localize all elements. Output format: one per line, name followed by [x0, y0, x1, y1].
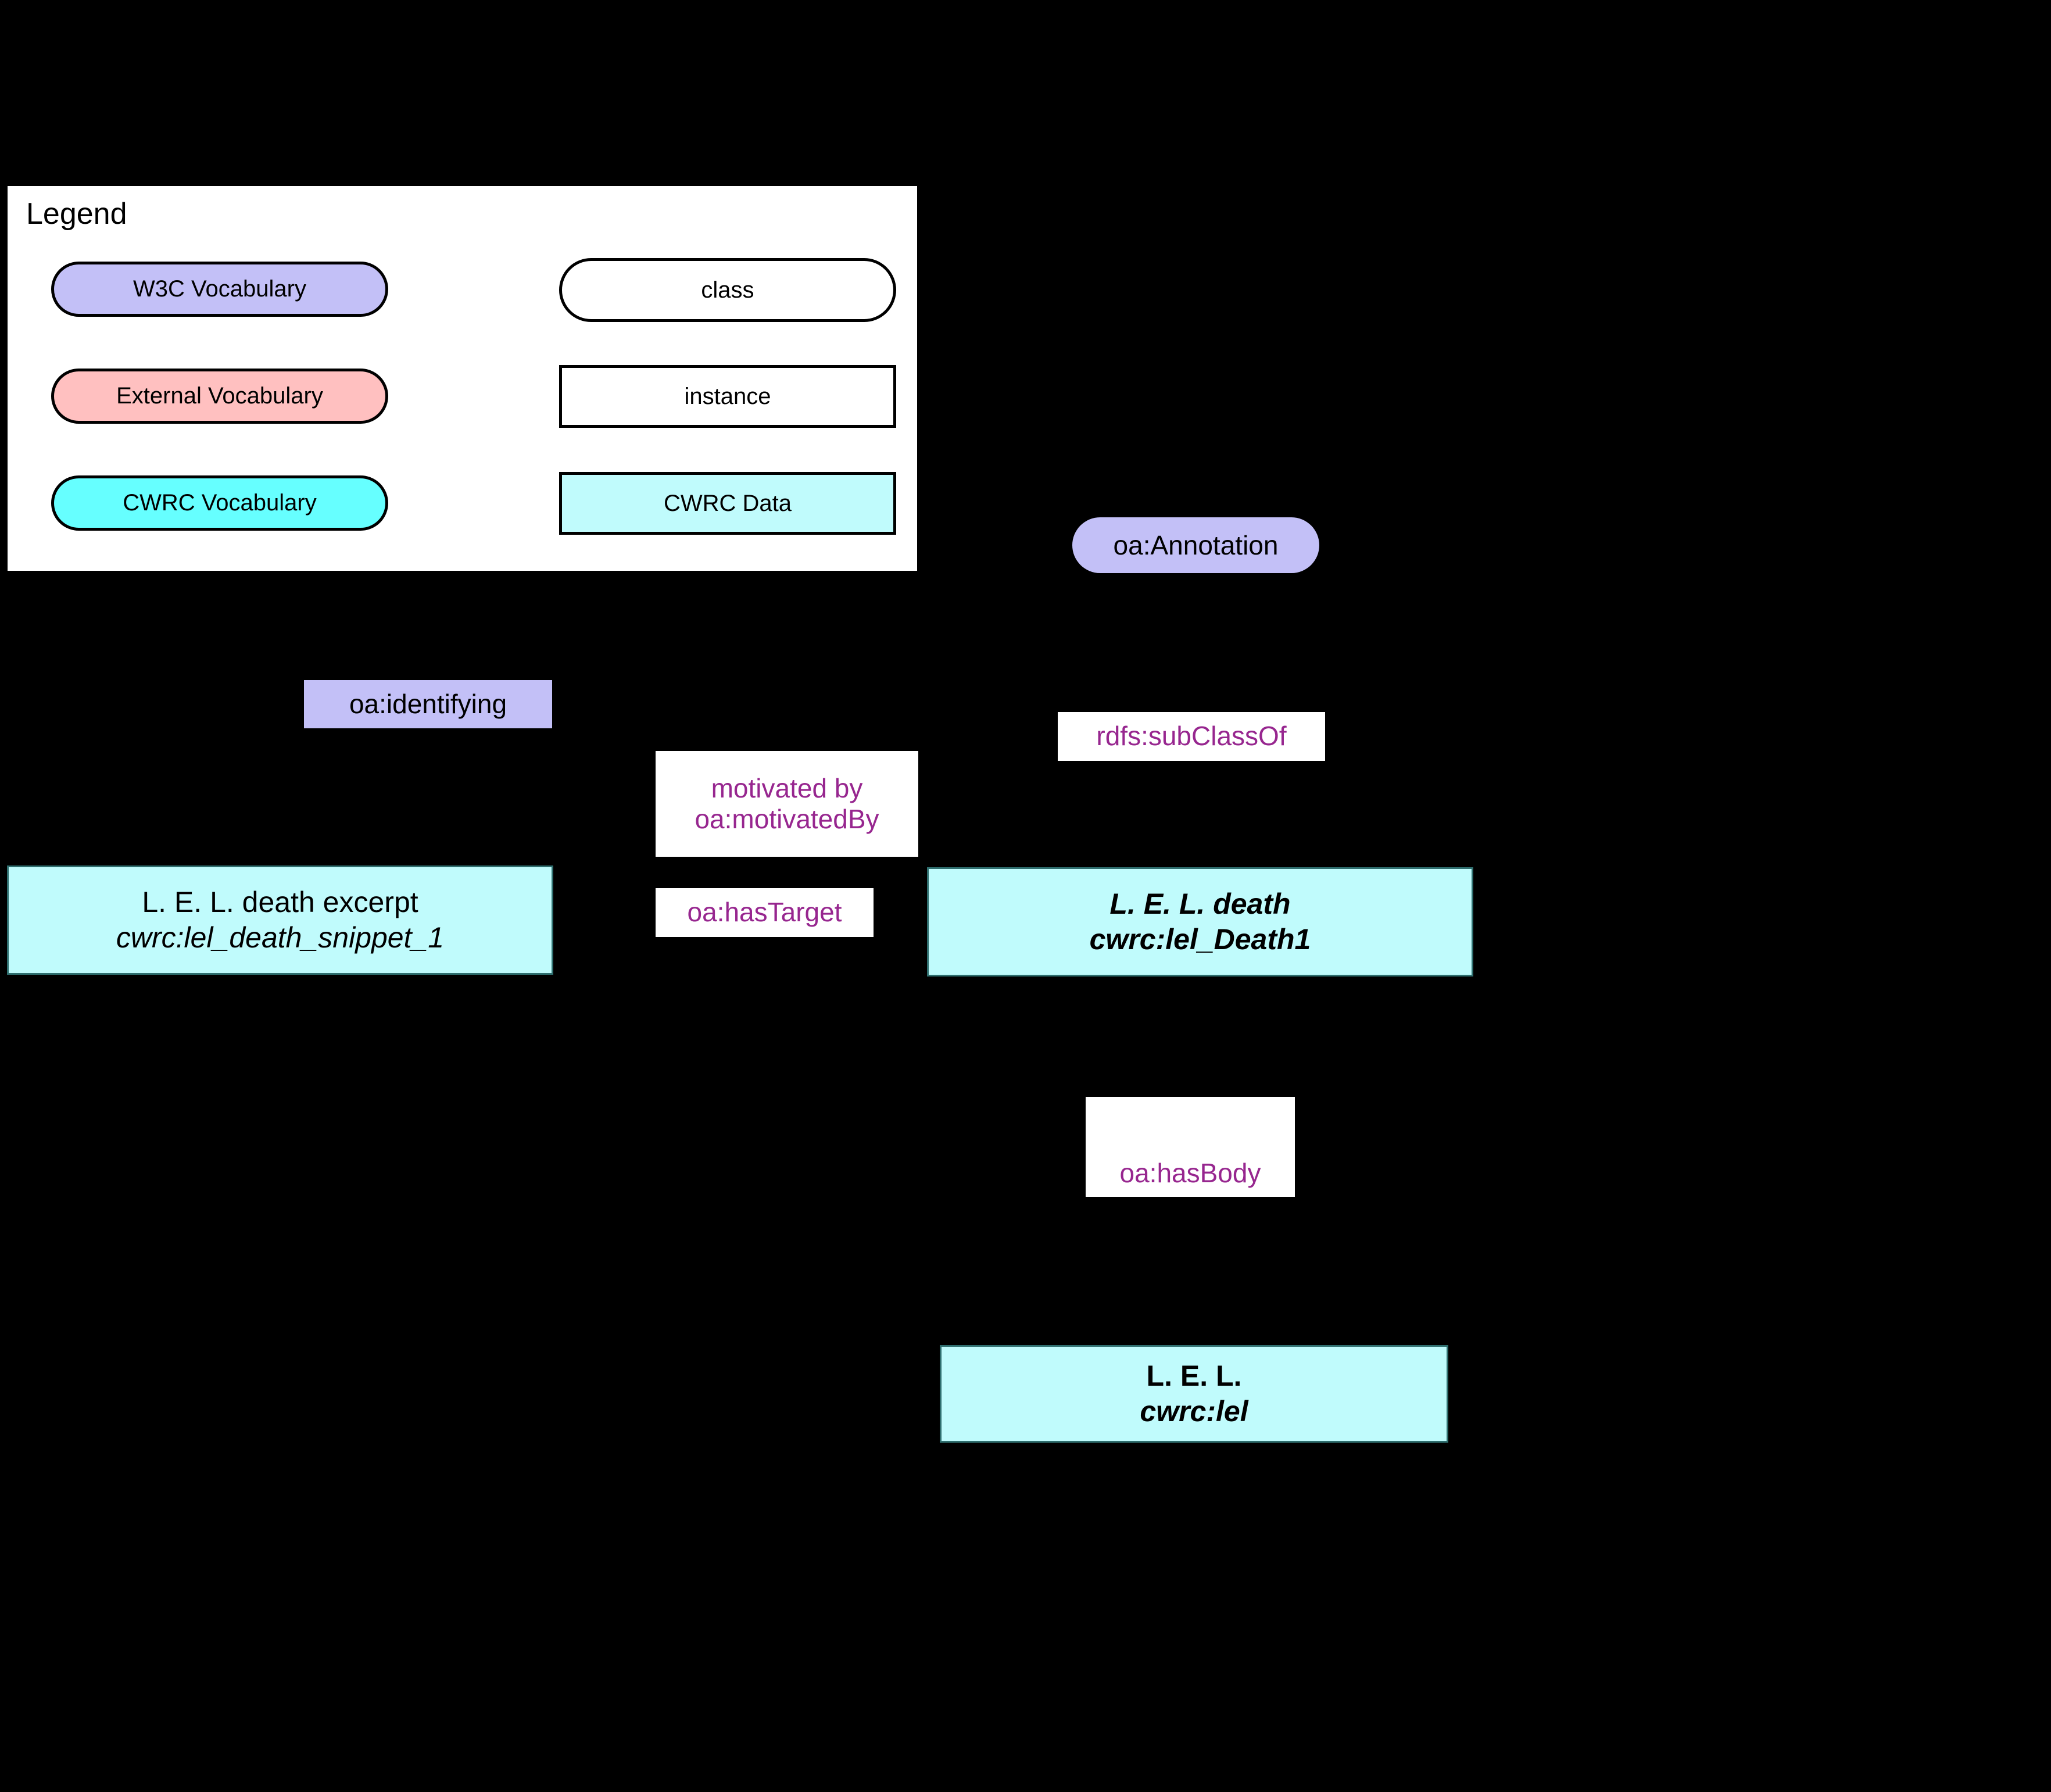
legend-swatch-class: class — [559, 258, 896, 322]
node-lel-title: L. E. L. — [1146, 1360, 1242, 1392]
node-oa-annotation[interactable]: oa:Annotation — [1072, 517, 1319, 573]
edge-label-motivated-by-line2: oa:motivatedBy — [695, 804, 879, 834]
node-lel-death[interactable]: L. E. L. death cwrc:lel_Death1 — [927, 867, 1473, 977]
edge-label-rdfs-subclassof-text: rdfs:subClassOf — [1096, 721, 1287, 752]
legend-swatch-external-vocabulary: External Vocabulary — [51, 369, 388, 424]
edge-label-motivated-by-line1: motivated by — [711, 772, 863, 803]
legend-label-cwrc-data: CWRC Data — [663, 490, 792, 516]
edge-label-oa-hastarget: oa:hasTarget — [656, 888, 874, 937]
edge-label-rdfs-subclassof: rdfs:subClassOf — [1058, 712, 1325, 761]
edge-label-oa-hasbody: oa:hasBody — [1086, 1097, 1295, 1197]
edge-label-motivated-by: motivated by oa:motivatedBy — [656, 751, 918, 857]
edge-label-oa-hastarget-text: oa:hasTarget — [687, 897, 842, 928]
legend-label-instance: instance — [684, 383, 771, 409]
legend-swatch-w3c-vocabulary: W3C Vocabulary — [51, 262, 388, 317]
node-lel-uri: cwrc:lel — [1140, 1395, 1248, 1428]
node-lel[interactable]: L. E. L. cwrc:lel — [940, 1345, 1448, 1443]
node-lel-death-excerpt[interactable]: L. E. L. death excerpt cwrc:lel_death_sn… — [7, 865, 553, 975]
edge-label-oa-hasbody-text: oa:hasBody — [1119, 1157, 1261, 1188]
legend-swatch-cwrc-vocabulary: CWRC Vocabulary — [51, 475, 388, 531]
legend-title: Legend — [26, 197, 127, 231]
legend-label-cwrc-vocabulary: CWRC Vocabulary — [123, 490, 317, 516]
legend-label-external-vocabulary: External Vocabulary — [116, 383, 323, 409]
edge-label-oa-identifying-text: oa:identifying — [349, 688, 507, 719]
edge-label-oa-identifying: oa:identifying — [304, 680, 552, 728]
legend-label-class: class — [701, 277, 754, 303]
node-oa-annotation-label: oa:Annotation — [1113, 530, 1279, 560]
node-lel-death-excerpt-uri: cwrc:lel_death_snippet_1 — [116, 921, 445, 954]
legend-swatch-cwrc-data: CWRC Data — [559, 472, 896, 535]
legend-label-w3c-vocabulary: W3C Vocabulary — [133, 276, 306, 302]
node-lel-death-excerpt-title: L. E. L. death excerpt — [142, 886, 418, 918]
legend-swatch-instance: instance — [559, 365, 896, 428]
node-lel-death-title: L. E. L. death — [1109, 888, 1291, 920]
node-lel-death-uri: cwrc:lel_Death1 — [1089, 923, 1311, 956]
